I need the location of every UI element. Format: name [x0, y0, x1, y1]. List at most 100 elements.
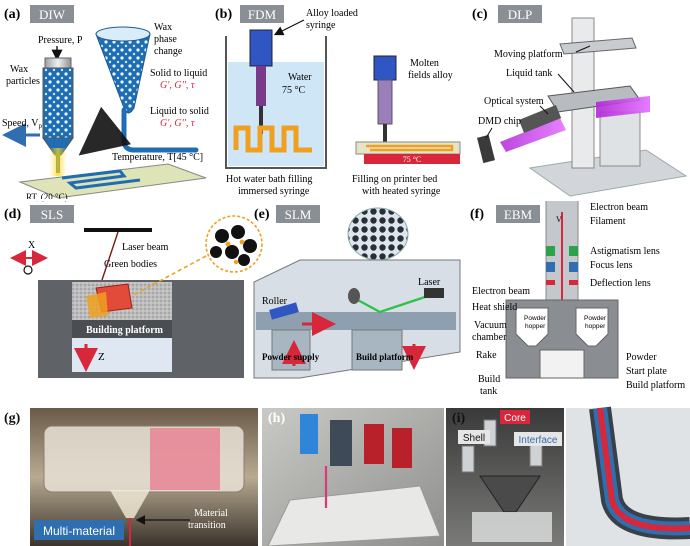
syringe-barrel [42, 67, 74, 139]
wax-phase-1: Wax [154, 22, 172, 33]
start-plate: Start plate [626, 366, 667, 377]
panel-e-tag-bg [276, 205, 320, 223]
molten-2: fields alloy [408, 70, 453, 81]
nozzle-cone [110, 490, 150, 518]
building-platform [72, 320, 172, 338]
liquid-to-solid: Liquid to solid [150, 106, 209, 117]
printhead-red-2 [392, 428, 412, 468]
beam-upper [596, 96, 650, 118]
green-bodies-label: Green bodies [104, 259, 157, 270]
hopper-left-1: Powder [524, 315, 547, 322]
panel-g-photo: (g) Multi-material Material transition [4, 408, 258, 546]
caption-left-2: immersed syringe [238, 186, 310, 197]
panel-a-letter: (a) [4, 7, 21, 22]
pressure-label: Pressure, P [38, 35, 83, 46]
hopper-right-2: hopper [585, 323, 606, 330]
green-body-part-2 [86, 292, 108, 318]
printhead-blue [300, 414, 318, 454]
fdm-needle-a [259, 106, 263, 134]
wax-phase-3: change [154, 46, 183, 57]
wax-cone-top [95, 26, 151, 42]
vacuum-1: Vacuum [474, 320, 507, 331]
hopper-right [575, 307, 609, 347]
fdm-print-a [233, 125, 312, 153]
panel-d-tag-bg [30, 205, 74, 223]
alloy-syringe-1: Alloy loaded [306, 8, 358, 19]
fdm-print-b [366, 144, 454, 152]
panel-h-letter: (h) [268, 411, 285, 426]
core-layer [597, 407, 690, 532]
hopper-left-2: hopper [525, 323, 546, 330]
build-tank [539, 349, 585, 379]
heat-shield: Heat shield [472, 302, 517, 313]
panel-b-letter: (b) [215, 7, 232, 22]
panel-a-diw: (a) DIW Pressure, P Wax particles Speed,… [2, 5, 209, 202]
bed-temp: 75 °C [403, 155, 422, 164]
vacuum-2: chamber [472, 332, 507, 343]
printer-bed [355, 141, 461, 155]
caption-right-2: with heated syringe [362, 186, 441, 197]
dmd-chip-label: DMD chip [478, 116, 521, 127]
wax-phase-2: phase [154, 34, 177, 45]
build-platform-f: Build platform [626, 380, 685, 391]
panel-c-dlp: (c) DLP Moving platform Liquid tank Opti… [472, 5, 688, 197]
rake: Rake [476, 350, 497, 361]
panel-a-tag: DIW [39, 7, 66, 22]
heated-bed [364, 154, 460, 164]
multi-material-tag: Multi-material [43, 524, 115, 538]
water-bath [225, 36, 327, 169]
fdm-syringe-b [373, 55, 397, 81]
roller [269, 302, 299, 320]
dmd-chip [477, 134, 495, 164]
rt-label: RT, (20 °C) [26, 192, 68, 202]
slm-laser-path [353, 294, 429, 314]
printhead-dark [330, 420, 352, 466]
microstructure-zoom [347, 207, 409, 261]
material-transition-1: Material [194, 508, 228, 519]
panel-f-tag-bg [496, 205, 540, 223]
panel-d-letter: (d) [4, 207, 21, 222]
beam-lower [500, 118, 566, 152]
build-tank-1: Build [478, 374, 500, 385]
hopper-left [515, 307, 549, 347]
x-label: X [28, 240, 36, 251]
slm-laser-source [424, 288, 444, 298]
caption-right-1: Filling on printer bed [352, 174, 437, 185]
panel-g-letter: (g) [4, 411, 21, 426]
shell-tag-bg [458, 430, 490, 444]
electron-beam-top: Electron beam [590, 202, 648, 213]
panel-d-sls: (d) SLS Laser beam Green bodies X Buildi… [4, 205, 263, 378]
interface-tag-bg [514, 432, 562, 446]
slm-mirror [348, 288, 360, 304]
hopper-right-1: Powder [584, 315, 607, 322]
temperature-label: Temperature, T[45 °C] [112, 152, 203, 163]
printed-block [472, 512, 552, 542]
deflection-lens: Deflection lens [590, 278, 651, 289]
focus-lens: Focus lens [590, 260, 633, 271]
speed-label: Speed, Vp [2, 118, 42, 130]
wax-particles-label-1: Wax [10, 64, 28, 75]
laser-label: Laser [418, 277, 441, 288]
solid-to-liquid: Solid to liquid [150, 68, 207, 79]
water-label-1: Water [288, 72, 312, 83]
build-tank-2: tank [480, 386, 497, 397]
panel-c-tag-bg [498, 5, 542, 23]
panel-c-letter: (c) [472, 7, 488, 22]
fdm-syringe-a-body [256, 66, 266, 106]
wax-particles-label-2: particles [6, 76, 40, 87]
panel-e-tag: SLM [285, 207, 312, 222]
printed-path [61, 169, 141, 190]
material-transition-2: transition [188, 520, 226, 531]
panel-e-slm: (e) SLM Laser Roller Powder supply Build… [253, 205, 461, 379]
liquid-tank-label: Liquid tank [506, 68, 552, 79]
powder-supply-piston [271, 329, 311, 371]
z-label: Z [98, 351, 105, 363]
core-tag-bg [500, 410, 530, 424]
panel-c-tag: DLP [508, 7, 533, 22]
panel-f-letter: (f) [470, 207, 484, 222]
multi-material-tag-bg [34, 520, 124, 540]
panel-b-tag: FDM [248, 7, 277, 22]
pink-region [150, 428, 220, 490]
filament-label: Filament [590, 216, 626, 227]
powder-supply-label: Powder supply [262, 352, 320, 362]
